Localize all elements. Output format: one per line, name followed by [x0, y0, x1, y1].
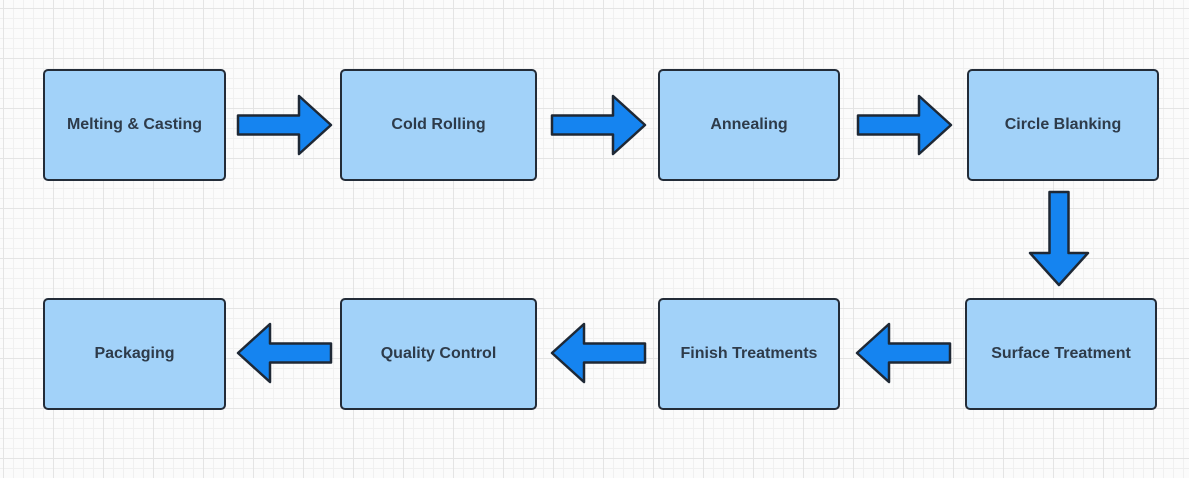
- node-label-circle-blanking: Circle Blanking: [1004, 116, 1122, 134]
- node-label-melting-casting: Melting & Casting: [66, 116, 203, 134]
- node-label-finish-treatments: Finish Treatments: [680, 345, 818, 363]
- node-label-surface-treatment: Surface Treatment: [991, 345, 1131, 363]
- flow-node-surface-treatment[interactable]: Surface Treatment: [965, 298, 1157, 410]
- arrow-circle-blanking-to-surface-treatment-icon[interactable]: [1028, 190, 1090, 287]
- flow-node-melting-casting[interactable]: Melting & Casting: [43, 69, 226, 181]
- node-label-annealing: Annealing: [710, 116, 788, 134]
- arrow-surface-treatment-to-finish-treatments-icon[interactable]: [855, 322, 952, 384]
- flow-node-circle-blanking[interactable]: Circle Blanking: [967, 69, 1159, 181]
- arrow-melting-casting-to-cold-rolling-icon[interactable]: [236, 94, 333, 156]
- flow-node-cold-rolling[interactable]: Cold Rolling: [340, 69, 537, 181]
- arrow-annealing-to-circle-blanking-icon[interactable]: [856, 94, 953, 156]
- node-label-quality-control: Quality Control: [380, 345, 497, 363]
- arrow-finish-treatments-to-quality-control-icon[interactable]: [550, 322, 647, 384]
- flow-node-packaging[interactable]: Packaging: [43, 298, 226, 410]
- node-label-packaging: Packaging: [94, 345, 175, 363]
- arrow-cold-rolling-to-annealing-icon[interactable]: [550, 94, 647, 156]
- flow-node-quality-control[interactable]: Quality Control: [340, 298, 537, 410]
- flow-node-annealing[interactable]: Annealing: [658, 69, 840, 181]
- arrow-quality-control-to-packaging-icon[interactable]: [236, 322, 333, 384]
- node-label-cold-rolling: Cold Rolling: [391, 116, 486, 134]
- flow-node-finish-treatments[interactable]: Finish Treatments: [658, 298, 840, 410]
